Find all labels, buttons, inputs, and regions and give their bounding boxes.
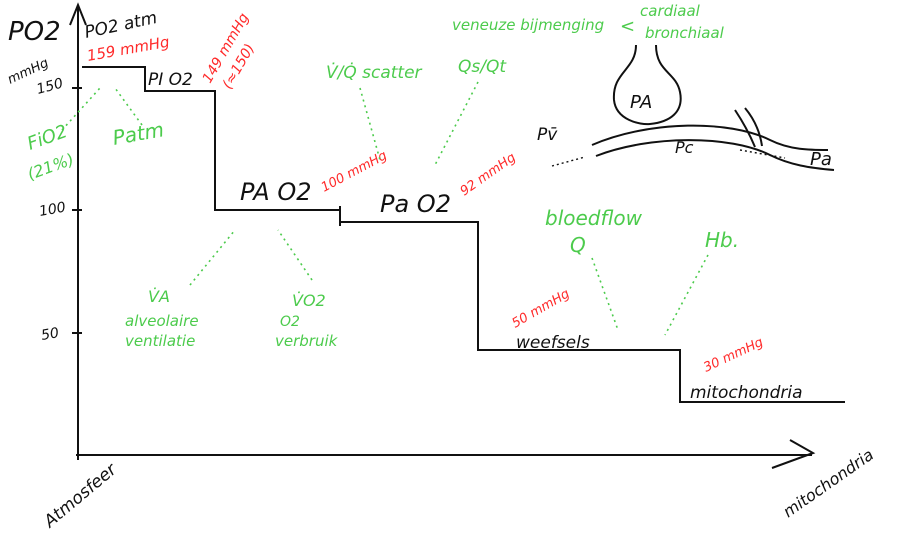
level-alveolar-label: PA O2 — [240, 178, 311, 206]
y-tick-50: 50 — [40, 325, 60, 344]
hb-label: Hb. — [705, 228, 739, 252]
vq-scatter-label: V̇/Q̇ scatter — [326, 62, 423, 83]
fio2-pct: (21%) — [25, 149, 77, 183]
level-tissue-label: weefsels — [516, 333, 590, 353]
va-desc-2: ventilatie — [125, 332, 195, 350]
y-tick-100: 100 — [38, 200, 67, 220]
shunt-label: Qs/Qt — [458, 57, 507, 77]
level-mito-label: mitochondria — [690, 383, 803, 403]
level-inspired-label: PI O2 — [148, 70, 193, 90]
venous-flow-arrow — [551, 156, 586, 167]
patm-label: Patm — [111, 117, 166, 150]
y-tick-150: 150 — [35, 75, 65, 97]
va-desc-1: alveolaire — [125, 312, 199, 330]
hb-arrow — [664, 254, 709, 336]
level-arterial-value: 92 mmHg — [458, 150, 519, 199]
bronchial-label: bronchiaal — [645, 24, 725, 42]
vo2-arrow — [277, 229, 313, 281]
va-label: V̇A — [148, 287, 170, 306]
level-mito-value: 30 mmHg — [701, 335, 765, 376]
level-arterial-label: Pa O2 — [380, 190, 451, 218]
venous-pv-label: Pv̄ — [537, 125, 558, 145]
vo2-desc-2: verbruik — [275, 332, 339, 350]
cardiac-label: cardiaal — [640, 2, 701, 20]
fio2-arrow — [61, 87, 101, 131]
x-axis — [76, 439, 816, 469]
venous-admixture-label: veneuze bijmenging — [452, 16, 604, 34]
vq-arrow — [359, 87, 381, 161]
fio2-label: FiO2 — [25, 121, 71, 155]
capillary-pc-label: Pc — [675, 138, 694, 157]
alveolus-pa-label: PA — [630, 92, 652, 113]
y-axis-label: PO2 — [8, 17, 61, 47]
x-axis-end-label: mitochondria — [779, 445, 877, 521]
level-alveolar-value: 100 mmHg — [319, 148, 390, 195]
y-axis — [69, 2, 87, 460]
bloodflow-label: bloedflow — [545, 206, 643, 230]
patm-arrow — [114, 87, 143, 126]
shunt-arrow — [434, 81, 479, 166]
bracket-symbol: < — [620, 16, 635, 37]
x-axis-start-label: Atmosfeer — [40, 459, 122, 532]
vo2-desc-1: O2 — [280, 314, 300, 330]
alveolus-capillary-sketch — [551, 44, 835, 171]
bloodflow-arrow — [591, 257, 619, 331]
vo2-label: V̇O2 — [292, 291, 326, 310]
arterial-pa-label: Pa — [810, 149, 832, 170]
y-ticks — [72, 87, 82, 334]
va-arrow — [189, 229, 236, 286]
q-label: Q — [570, 233, 586, 257]
level-tissue-value: 50 mmHg — [510, 286, 573, 331]
